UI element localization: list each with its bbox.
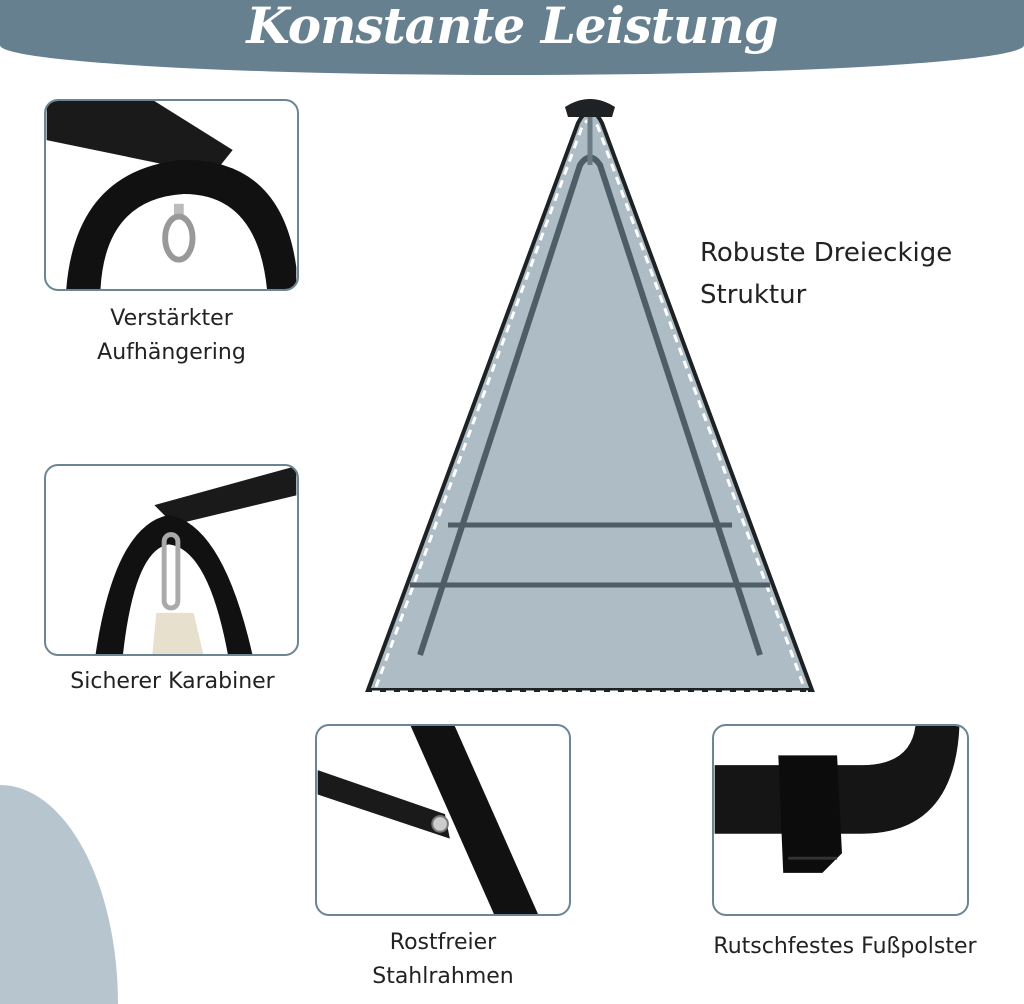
carabiner-icon <box>95 466 297 654</box>
foot-pad-label-line1: Rutschfestes Fußpolster <box>713 934 977 959</box>
frame-label-line1: Rostfreier <box>389 930 497 955</box>
carabiner-label: Sicherer Karabiner <box>30 665 315 699</box>
ring-photo <box>44 99 299 291</box>
frame-photo <box>315 724 571 916</box>
foot-pad-icon <box>714 726 960 873</box>
carabiner-photo <box>44 464 299 656</box>
frame-label-line2: Stahlrahmen <box>372 964 514 989</box>
structure-label-line2: Struktur <box>700 280 807 310</box>
foot-pad-label: Rutschfestes Fußpolster <box>680 930 1010 964</box>
structure-label: Robuste Dreieckige Struktur <box>700 232 952 316</box>
eye-bolt-icon <box>46 101 297 289</box>
decorative-corner <box>0 785 118 1004</box>
foot-pad-photo <box>712 724 969 916</box>
ring-label: Verstärkter Aufhängering <box>44 302 299 370</box>
header-banner <box>0 0 1024 75</box>
frame-diagram <box>365 99 815 694</box>
ring-label-line1: Verstärkter <box>110 306 233 331</box>
page-title: Konstante Leistung <box>246 0 778 55</box>
ring-label-line2: Aufhängering <box>97 340 246 365</box>
carabiner-label-line1: Sicherer Karabiner <box>70 669 275 694</box>
structure-label-line1: Robuste Dreieckige <box>700 238 953 268</box>
frame-label: Rostfreier Stahlrahmen <box>315 926 571 994</box>
bolted-frame-icon <box>317 726 538 914</box>
